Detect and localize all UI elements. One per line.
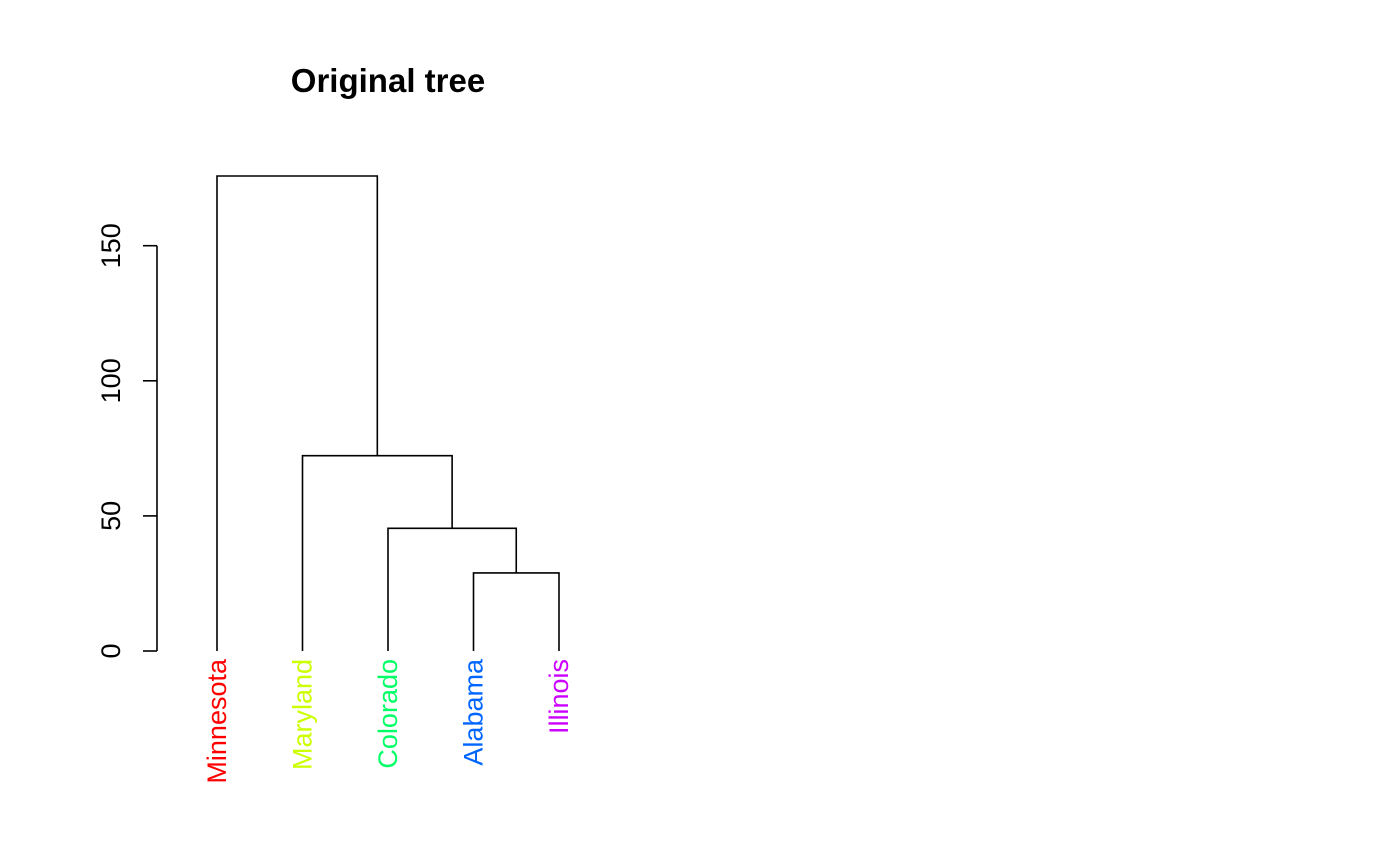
dendrogram-branch	[472, 572, 560, 651]
leaf-label: Alabama	[459, 658, 489, 766]
leaf-label: Minnesota	[202, 658, 232, 784]
y-tick-label: 0	[96, 643, 126, 658]
y-tick-label: 50	[96, 501, 126, 531]
leaf-label: Illinois	[544, 659, 574, 734]
y-tick-label: 150	[96, 223, 126, 268]
dendrogram-branch	[216, 175, 379, 651]
dendrogram-branch	[387, 527, 518, 651]
leaf-label: Colorado	[373, 659, 403, 769]
dendrogram-branches	[216, 175, 560, 651]
leaf-labels: Minnesota Maryland Colorado Alabama Illinois	[202, 658, 574, 784]
chart-title: Original tree	[291, 62, 485, 99]
y-axis: 0 50 100 150	[96, 223, 158, 659]
y-tick-label: 100	[96, 358, 126, 403]
leaf-label: Maryland	[288, 659, 318, 770]
dendrogram-branch	[301, 454, 453, 651]
